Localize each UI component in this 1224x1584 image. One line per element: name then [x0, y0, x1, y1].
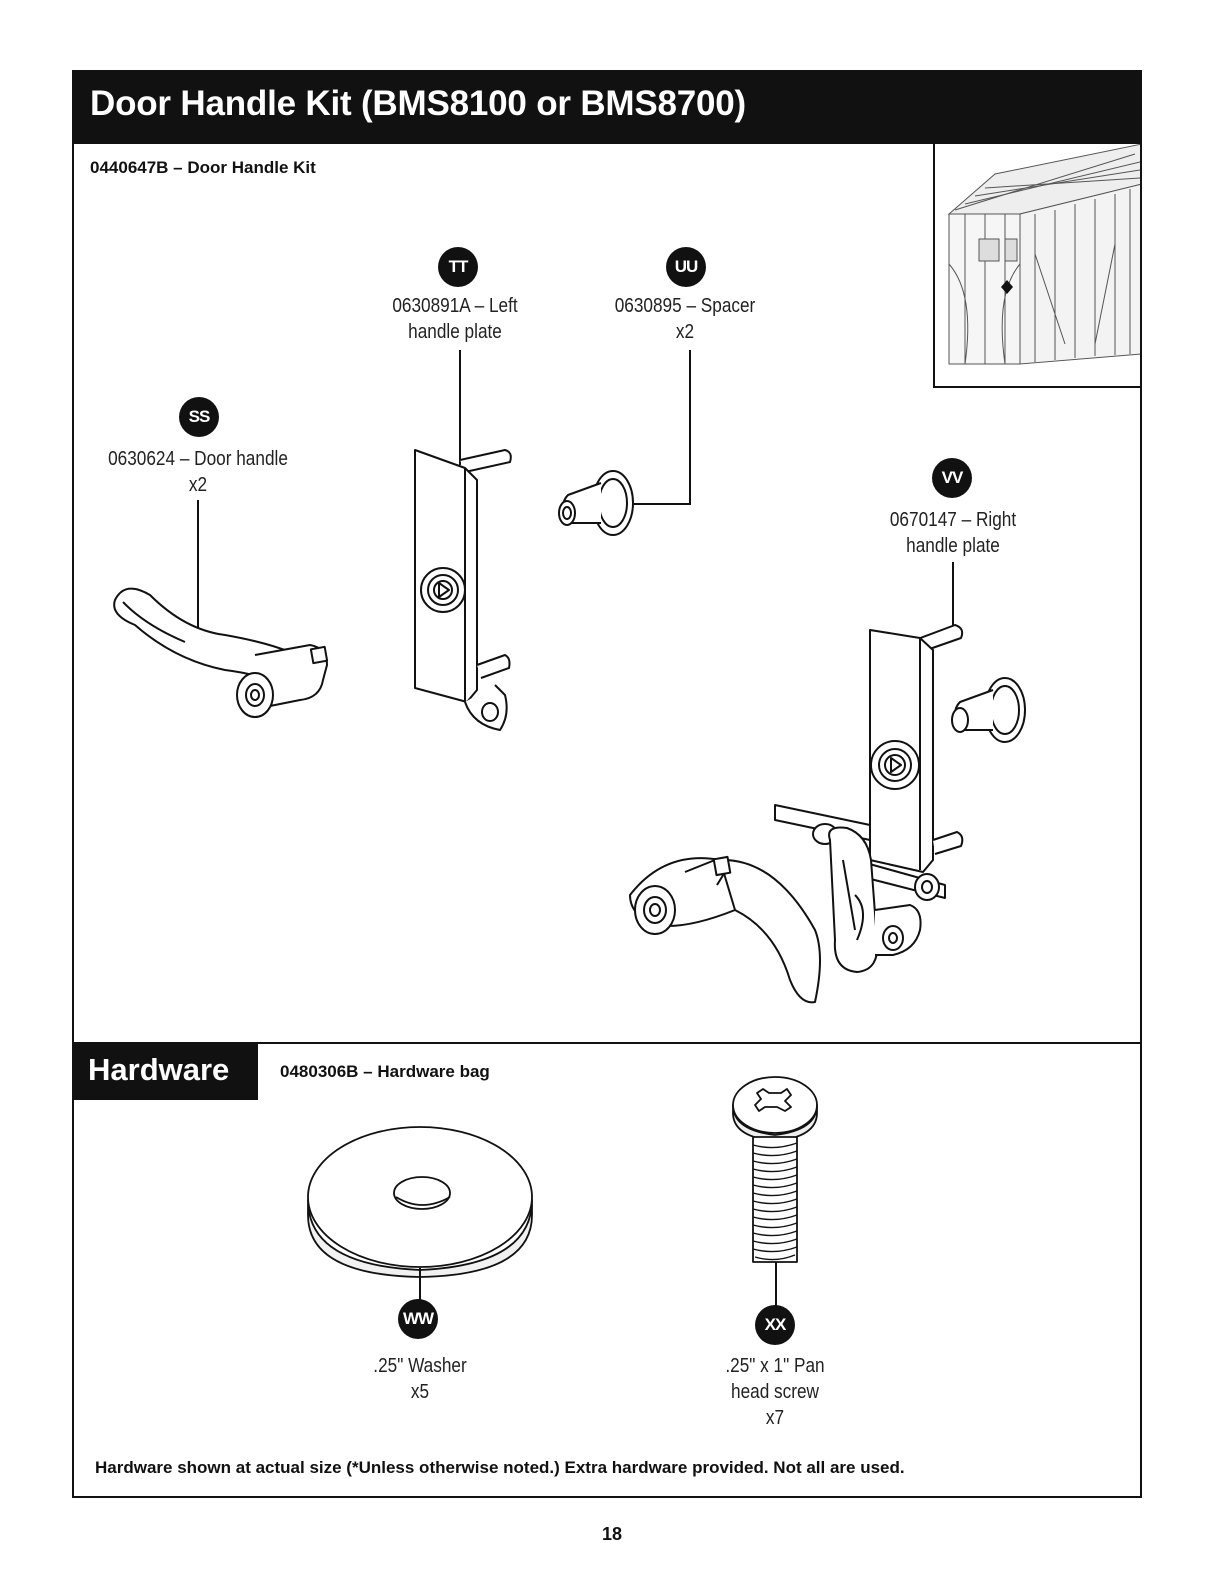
caption-tt: 0630891A – Left handle plate — [365, 293, 546, 345]
hardware-divider — [72, 1042, 1142, 1044]
leader-vv — [952, 562, 954, 630]
caption-tt-line2: handle plate — [408, 321, 502, 343]
caption-ww-line2: x5 — [410, 1381, 430, 1403]
left-handle-plate-icon — [414, 449, 512, 731]
badge-vv: VV — [932, 458, 972, 498]
page-number: 18 — [601, 1524, 623, 1544]
leader-tt — [459, 350, 461, 465]
leader-uu-vertical — [689, 350, 691, 505]
caption-uu-line1: 0630895 – Spacer — [614, 295, 756, 317]
caption-xx-line2: head screw — [731, 1381, 819, 1403]
spacer-icon — [558, 470, 634, 536]
caption-vv-line2: handle plate — [906, 535, 1000, 557]
hardware-footnote: Hardware shown at actual size (*Unless o… — [95, 1458, 905, 1477]
kit-label: 0440647B – Door Handle Kit — [90, 158, 316, 177]
badge-uu: UU — [666, 247, 706, 287]
screw-icon — [732, 1076, 818, 1263]
caption-xx-line3: x7 — [765, 1407, 785, 1429]
caption-xx: .25" x 1" Pan head screw x7 — [685, 1353, 866, 1431]
right-handle-plate-icon — [629, 624, 1026, 1004]
shed-diagram-icon — [933, 144, 1140, 388]
badge-ww: WW — [398, 1299, 438, 1339]
caption-vv-line1: 0670147 – Right — [889, 509, 1017, 531]
caption-uu-line2: x2 — [675, 321, 695, 343]
washer-icon — [307, 1126, 533, 1278]
hardware-tab — [72, 1042, 258, 1100]
hardware-bag-label: 0480306B – Hardware bag — [280, 1062, 490, 1081]
caption-uu: 0630895 – Spacer x2 — [595, 293, 776, 345]
title-bar — [72, 70, 1142, 144]
caption-vv: 0670147 – Right handle plate — [863, 507, 1044, 559]
leader-ss — [197, 500, 199, 638]
caption-ss-line1: 0630624 – Door handle — [108, 448, 288, 470]
page-title: Door Handle Kit (BMS8100 or BMS8700) — [90, 84, 747, 123]
caption-ww-line1: .25" Washer — [373, 1355, 467, 1377]
badge-tt: TT — [438, 247, 478, 287]
caption-tt-line1: 0630891A – Left — [392, 295, 518, 317]
hardware-title: Hardware — [88, 1052, 230, 1087]
badge-xx: XX — [755, 1305, 795, 1345]
caption-xx-line1: .25" x 1" Pan — [725, 1355, 825, 1377]
leader-uu-horizontal — [628, 503, 690, 505]
caption-ss-line2: x2 — [188, 474, 208, 496]
caption-ww: .25" Washer x5 — [330, 1353, 511, 1405]
badge-ss: SS — [179, 397, 219, 437]
caption-ss: 0630624 – Door handle x2 — [103, 446, 292, 498]
leader-ww — [419, 1268, 421, 1302]
leader-xx — [775, 1262, 777, 1306]
door-handle-icon — [113, 587, 329, 718]
